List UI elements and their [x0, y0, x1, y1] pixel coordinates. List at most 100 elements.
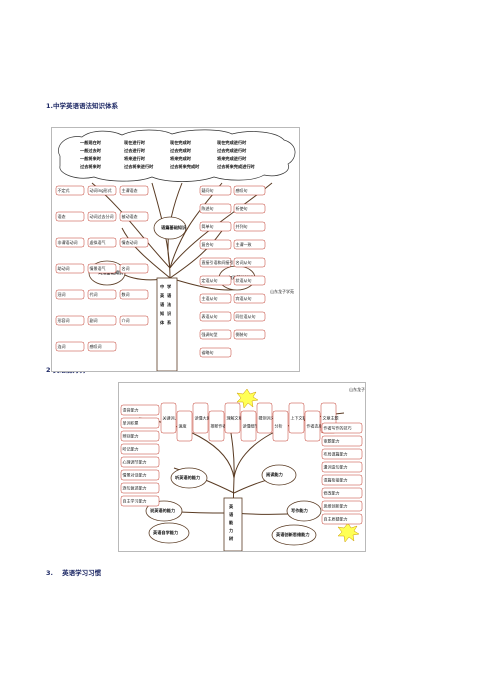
leaf-label: 关键词、	[163, 415, 179, 421]
leaf-label: 非谓语动词	[58, 239, 78, 245]
knot-label: 说英语的能力	[150, 507, 175, 514]
knot-label: 听英语的能力	[175, 474, 200, 481]
ability-leaf	[288, 402, 305, 434]
tense-label: 现在完成进行时	[217, 139, 247, 146]
knot-reading	[261, 464, 297, 486]
leaf-label: 布局谋篇能力	[324, 451, 348, 457]
grammar-leaf	[233, 257, 266, 268]
trunk-char: 英	[229, 503, 234, 510]
leaf-label: 疑问句	[202, 187, 214, 193]
leaf-label: 感叹句	[236, 187, 248, 193]
leaf-label: 主谓语态	[122, 187, 138, 193]
leaf-label: 定语从句	[202, 277, 218, 283]
tense-label: 过去将来进行时	[124, 163, 154, 170]
trunk	[223, 497, 243, 551]
trunk-char: 体	[160, 319, 165, 326]
ability-leaf	[160, 402, 177, 434]
ability-leaf	[321, 500, 363, 512]
tense-cloud	[58, 129, 296, 182]
ability-leaf	[120, 443, 160, 455]
section-number: 3.	[46, 569, 53, 577]
leaf-label: 被动语态	[122, 213, 138, 219]
grammar-leaf	[87, 185, 117, 196]
leaf-label: 连词	[58, 343, 66, 349]
section-heading-1: 1.中学英语语法知识体系	[46, 100, 118, 110]
grammar-leaf	[233, 203, 266, 214]
tense-label: 现在完成时	[170, 139, 192, 146]
trunk-char: 知	[160, 310, 164, 317]
knot-innovation	[271, 524, 317, 546]
grammar-leaf	[87, 341, 117, 352]
leaf-label: 复合句	[202, 241, 214, 247]
ability-leaf	[120, 430, 160, 442]
sun-burst-icon	[236, 388, 259, 409]
trunk-char: 识	[167, 310, 172, 317]
leaf-label: 辨别能力	[123, 433, 139, 439]
ability-leaf	[120, 456, 160, 468]
grammar-leaf	[55, 341, 85, 352]
grammar-leaf	[233, 221, 266, 232]
grammar-leaf	[199, 221, 232, 232]
tense-label: 过去完成进行时	[217, 147, 247, 154]
leaf-label: 并列句	[236, 223, 248, 229]
leaf-label: 语篇衔接能力	[324, 477, 348, 483]
grammar-leaf	[233, 293, 266, 304]
ability-tree-svg: 听英语的能力阅读能力说英语的能力写作能力英语自学能力英语创新思维能力 关键词、速…	[120, 386, 365, 551]
leaf-label: 逐句复述能力	[123, 485, 147, 491]
leaf-label: 单词积累	[123, 420, 139, 426]
leaf-label: 副词	[90, 317, 98, 323]
leaf-label: 速度	[179, 423, 187, 429]
leaf-label: 推断作者	[211, 423, 227, 429]
leaf-label: 听记能力	[123, 446, 139, 452]
leaf-label: 冠词	[58, 291, 66, 297]
leaf-label: 感叹词	[90, 343, 102, 349]
grammar-leaf	[119, 315, 149, 326]
leaf-label: 表语从句	[202, 313, 218, 319]
ability-leaf	[208, 410, 225, 442]
leaf-label: 情景对话能力	[123, 472, 147, 478]
leaf-label: 状语从句	[236, 277, 252, 283]
grammar-leaf	[199, 311, 232, 322]
grammar-leaf	[233, 239, 266, 250]
grammar-leaf	[119, 263, 149, 274]
leaf-label: 祈使句	[236, 205, 248, 211]
section-title: 英语学习习惯	[62, 569, 102, 577]
ability-leaf	[272, 410, 289, 442]
leaf-label: 主谓一致	[236, 241, 252, 247]
grammar-leaf	[55, 289, 85, 300]
leaf-label: 情态动词	[122, 239, 138, 245]
ability-leaf	[120, 417, 160, 429]
tense-label: 将来完成时	[170, 155, 192, 162]
ability-leaf	[224, 402, 241, 434]
leaf-label: 情景语气	[90, 265, 106, 271]
grammar-leaf	[87, 315, 117, 326]
section-title: 中学英语语法知识体系	[53, 102, 118, 110]
trunk-char: 语	[167, 292, 172, 299]
leaf-label: 文章主题	[323, 415, 339, 421]
ability-leaf	[120, 495, 160, 507]
trunk-char: 系	[167, 319, 172, 326]
leaf-label: 主语从句	[202, 295, 218, 301]
grammar-leaf	[233, 275, 266, 286]
leaf-label: 读懂细节	[243, 423, 259, 429]
ability-tree-figure: 听英语的能力阅读能力说英语的能力写作能力英语自学能力英语创新思维能力 关键词、速…	[118, 382, 366, 552]
leaf-label: 代词	[90, 291, 98, 297]
trunk	[156, 277, 178, 371]
ability-leaf	[304, 410, 321, 442]
trunk-char: 英	[160, 292, 165, 299]
grammar-leaf	[119, 185, 149, 196]
knot-discourse	[153, 216, 187, 240]
leaf-label: 审题能力	[324, 438, 340, 444]
section-heading-3: 3. 英语学习习惯	[46, 567, 101, 577]
grammar-leaf	[119, 237, 149, 248]
leaf-label: 作者写作的技巧	[324, 425, 352, 431]
leaf-label: 强调句型	[202, 331, 218, 337]
trunk-char: 中	[160, 283, 164, 290]
sun-burst-icon	[337, 522, 360, 543]
grammar-leaf	[55, 263, 85, 274]
leaf-label: 猜测词义	[259, 415, 275, 421]
leaf-label: 理解文章	[227, 415, 243, 421]
leaf-label: 简单句	[202, 223, 214, 229]
ability-leaf	[321, 448, 363, 460]
grammar-tree-svg: 一般现在时现在进行时现在完成时现在完成进行时一般过去时过去进行时过去完成时过去完…	[55, 129, 296, 371]
